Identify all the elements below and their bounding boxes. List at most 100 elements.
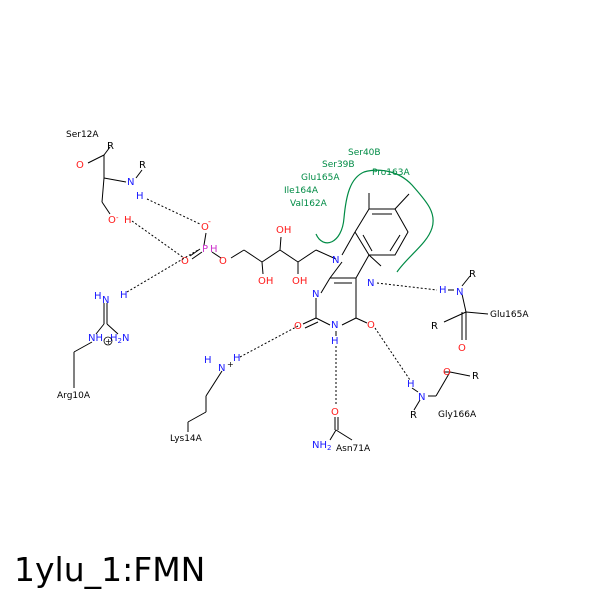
label-glu165a: Glu165A <box>490 310 529 320</box>
atom-o: O <box>458 343 466 354</box>
atom-nh: NH <box>88 333 103 344</box>
hydrogen-bonds <box>126 198 438 405</box>
atom-h: H <box>439 285 447 296</box>
bond <box>449 371 471 377</box>
atom-h: H <box>94 291 102 302</box>
bond <box>302 317 317 325</box>
bond <box>211 251 222 259</box>
bond <box>341 317 357 326</box>
charge-plus-icon <box>103 336 113 346</box>
atom-o: O <box>76 160 84 171</box>
bond <box>73 341 93 353</box>
atom-h2n-h: H <box>110 333 118 344</box>
atom-o: O <box>443 367 451 378</box>
atom-n1: N <box>312 289 319 300</box>
bond <box>394 193 410 210</box>
hydrophobic-arc <box>315 169 434 273</box>
atom-n: N <box>127 177 134 188</box>
hbond-glu165a <box>376 282 438 291</box>
atom-h-p: H <box>210 244 218 255</box>
atom-op1-charge: - <box>208 217 211 226</box>
atom-h2n-n: N <box>122 333 129 344</box>
hbond-ser12a-og <box>131 220 185 259</box>
bond <box>461 275 471 287</box>
atom-r: R <box>410 410 417 421</box>
bond <box>355 317 368 324</box>
bond <box>435 371 451 397</box>
fmn-atom-labels: N N N N H O O OH OH OH O P H O - O <box>181 217 375 347</box>
atom-nd2-sub: 2 <box>327 444 331 452</box>
atom-og-charge: - <box>116 214 119 222</box>
atom-h: H <box>120 290 128 301</box>
bond <box>297 249 317 263</box>
bond <box>315 317 331 326</box>
hydrophobic-ser39b: Ser39B <box>322 160 355 170</box>
bond <box>101 177 105 203</box>
hbond-arg10a <box>126 249 199 293</box>
bond <box>465 311 489 315</box>
atom-h3: H <box>331 336 339 347</box>
atom-nz-charge: + <box>227 360 234 369</box>
bond <box>191 251 203 260</box>
bond <box>443 311 467 323</box>
atom-nd2-nh: NH <box>312 440 327 451</box>
bond <box>354 208 409 256</box>
hydrophobic-pro163a: Pro163A <box>372 168 410 178</box>
hydrophobic-val162a: Val162A <box>290 199 328 209</box>
atom-h: H <box>407 379 415 390</box>
residue-gly166a: H N R O R Gly166A <box>407 367 479 421</box>
atom-n3: N <box>331 320 338 331</box>
bond <box>304 321 319 329</box>
atom-h: H <box>204 355 212 366</box>
atom-h: H <box>136 191 144 202</box>
atom-oh-3prime: OH <box>292 276 307 287</box>
atom-r: R <box>139 160 146 171</box>
hydrophobic-glu165a: Glu165A <box>301 173 340 183</box>
label-gly166a: Gly166A <box>438 410 477 420</box>
label-ser12a: Ser12A <box>66 130 99 140</box>
atom-nd2: NH2 <box>312 440 331 452</box>
hbond-gly166a <box>374 327 411 381</box>
atom-h2n-sub: 2 <box>118 337 122 345</box>
atom-n5: N <box>367 278 374 289</box>
bond <box>230 249 245 259</box>
bond <box>189 248 201 257</box>
bond <box>261 261 264 275</box>
structure-caption: 1ylu_1:FMN <box>14 550 206 589</box>
atom-o4: O <box>367 320 375 331</box>
residue-asn71a: O NH2 Asn71A <box>312 407 371 454</box>
hbond-ser12a-n <box>146 198 201 225</box>
bond <box>103 177 127 183</box>
hydrophobic-ser40b: Ser40B <box>348 148 381 158</box>
atom-h2n: H2N <box>110 333 129 345</box>
bond <box>355 254 370 279</box>
atom-oh-4prime: OH <box>258 276 273 287</box>
hydrophobic-ile164a: Ile164A <box>284 186 319 196</box>
atom-h: H <box>233 353 241 364</box>
atom-n: N <box>418 392 425 403</box>
fmn-ligand <box>189 193 410 336</box>
atom-op2: O <box>181 256 189 267</box>
atom-hg: H <box>124 215 132 226</box>
bond <box>368 254 382 267</box>
atom-n: N <box>456 287 463 298</box>
bond <box>187 411 207 423</box>
residue-arg10a: H N H NH H2N + Arg10A <box>57 290 129 401</box>
residue-glu165a: H N R R O Glu165A <box>431 269 529 354</box>
bond <box>106 323 119 335</box>
atom-od1: O <box>331 407 339 418</box>
bond <box>341 231 356 256</box>
label-asn71a: Asn71A <box>336 444 371 454</box>
hbond-lys14a <box>239 325 299 358</box>
bond <box>95 323 105 335</box>
atom-nz: N <box>218 363 225 374</box>
atom-op1: O <box>201 222 209 233</box>
bond <box>261 249 281 263</box>
bond <box>329 429 337 441</box>
atom-n: N <box>102 295 109 306</box>
bond <box>279 236 282 251</box>
bond <box>203 232 207 246</box>
atom-o5prime: O <box>219 256 227 267</box>
bond <box>205 370 223 397</box>
atom-og: O <box>108 215 116 226</box>
